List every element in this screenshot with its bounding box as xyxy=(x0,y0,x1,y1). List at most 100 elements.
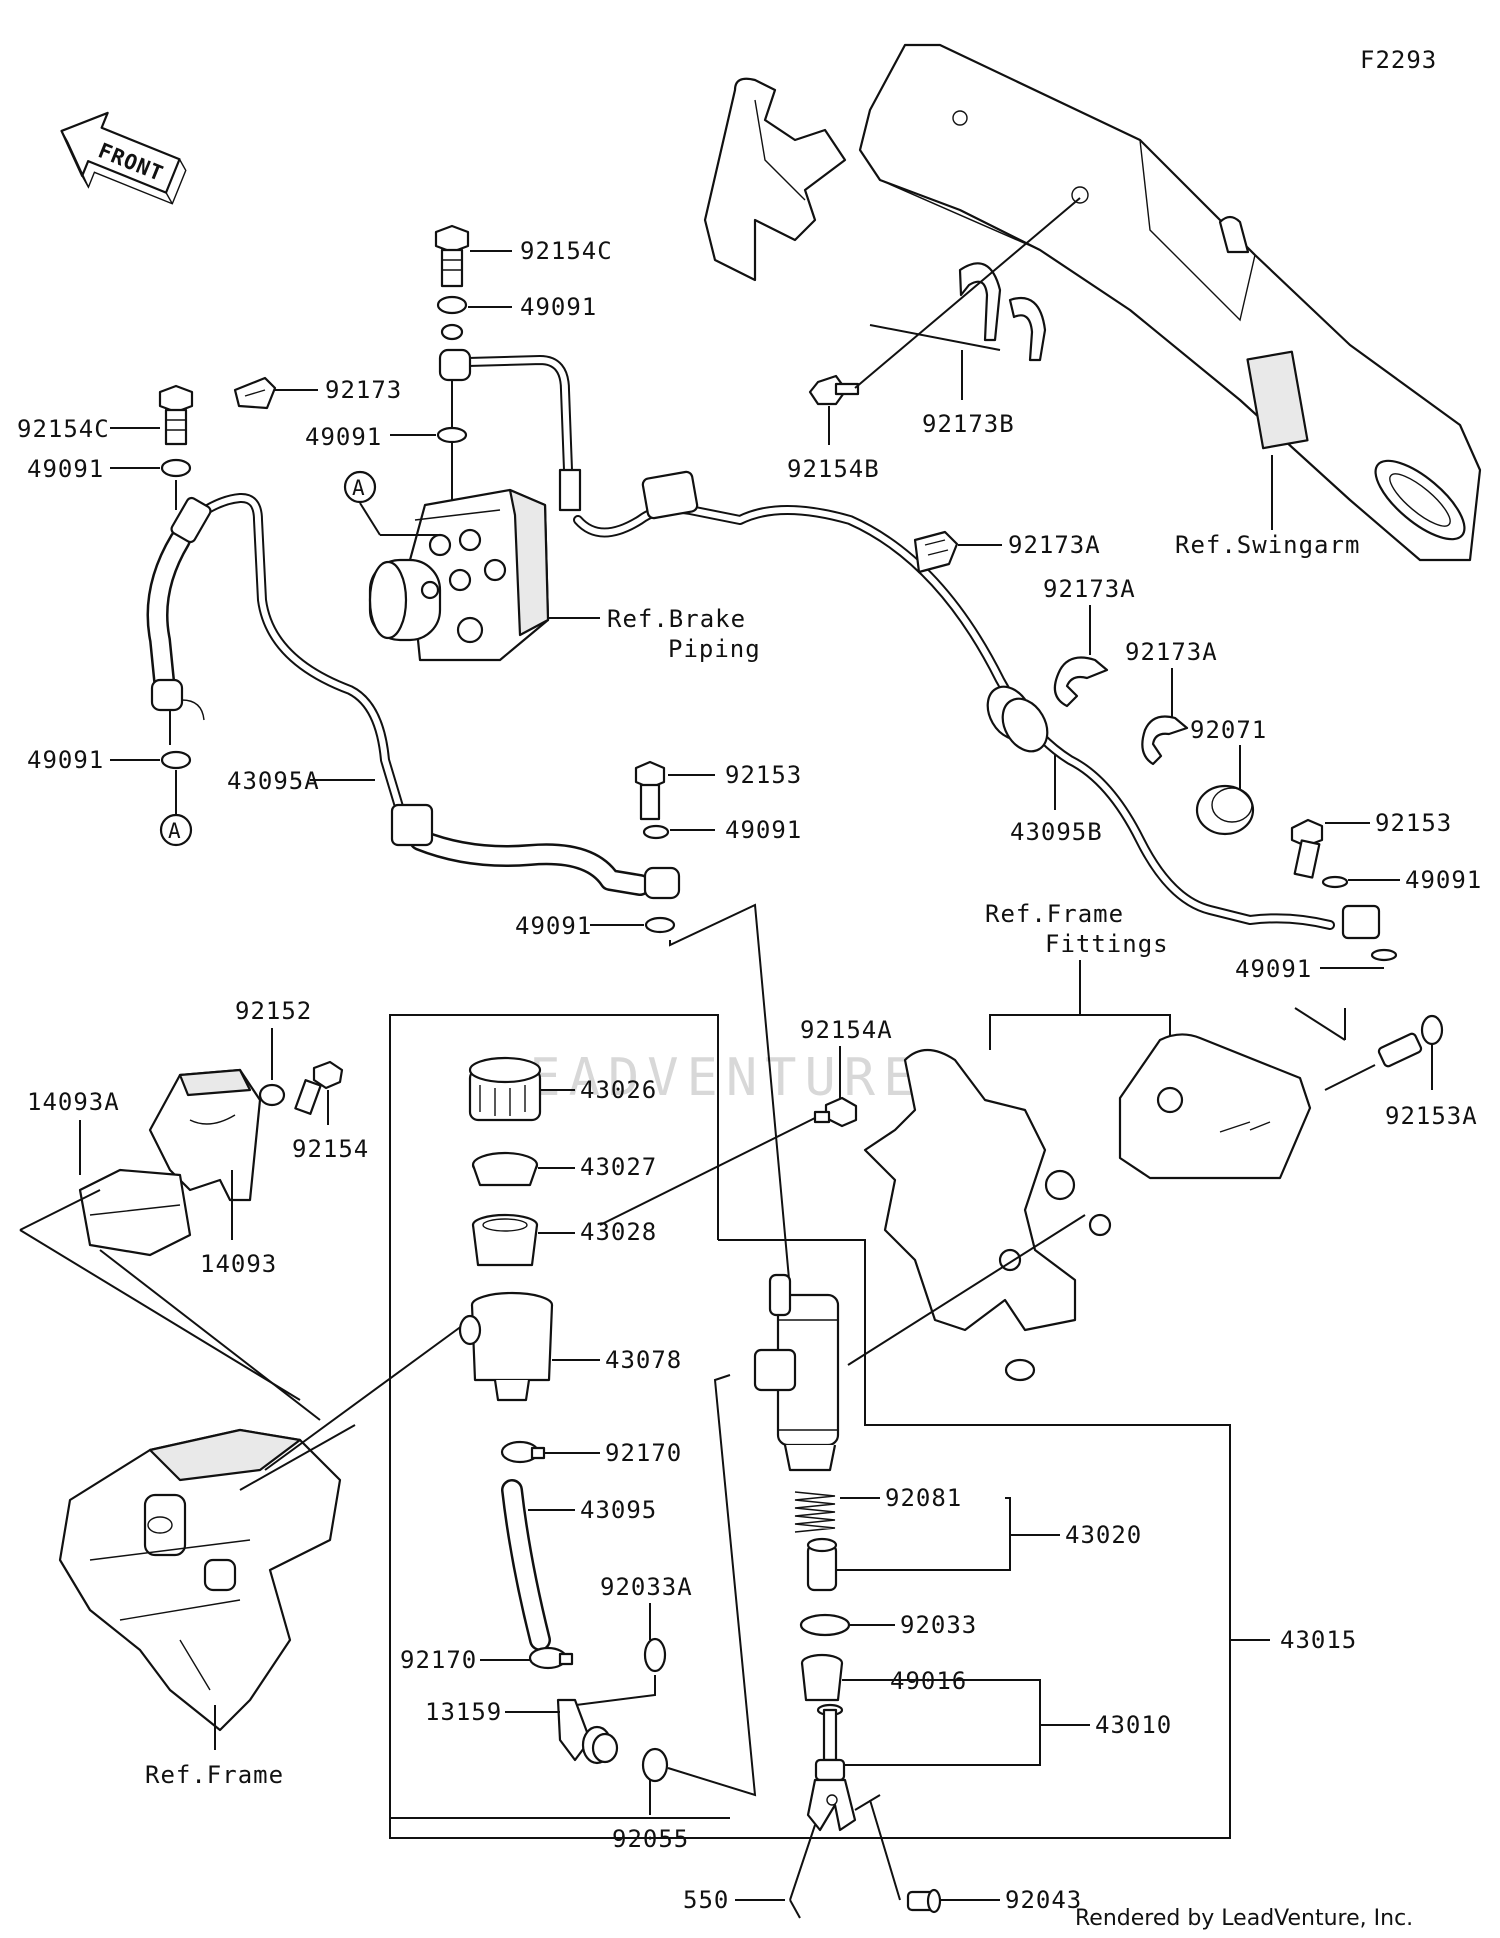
spring-92081 xyxy=(794,1491,836,1533)
label-92033A: 92033A xyxy=(600,1573,693,1601)
pin-92043 xyxy=(906,1888,942,1914)
abs-unit xyxy=(368,488,550,662)
label-49091-a: 49091 xyxy=(520,293,597,321)
label-49091-c: 49091 xyxy=(27,455,104,483)
washer-49091-a xyxy=(436,295,468,315)
label-92033: 92033 xyxy=(900,1611,977,1639)
bolt-92154A xyxy=(813,1096,858,1128)
label-92153-a: 92153 xyxy=(725,761,802,789)
label-92154A: 92154A xyxy=(800,1016,893,1044)
callout-a-top: A xyxy=(343,470,377,504)
label-550: 550 xyxy=(683,1886,729,1914)
label-92154: 92154 xyxy=(292,1135,369,1163)
label-13159: 13159 xyxy=(425,1698,502,1726)
pipe-clamp-upper xyxy=(641,470,699,520)
label-92154C-left: 92154C xyxy=(17,415,110,443)
circlip-92033 xyxy=(799,1613,851,1637)
label-14093A: 14093A xyxy=(27,1088,120,1116)
label-92152: 92152 xyxy=(235,997,312,1025)
label-43028: 43028 xyxy=(580,1218,657,1246)
label-43026: 43026 xyxy=(580,1076,657,1104)
grommet-on-pipe-43095B xyxy=(986,685,1049,753)
label-49091-d: 49091 xyxy=(27,746,104,774)
callout-a-left: A xyxy=(159,813,193,847)
clamp-14093 xyxy=(148,1068,262,1202)
reservoir-cap-43026 xyxy=(468,1056,542,1122)
label-49091-g: 49091 xyxy=(1235,955,1312,983)
label-92173A-c: 92173A xyxy=(1125,638,1218,666)
banjo-bolt-92154C-top xyxy=(434,224,470,288)
banjo-fitting-top xyxy=(438,348,472,382)
label-92154B: 92154B xyxy=(787,455,880,483)
label-49016: 49016 xyxy=(890,1667,967,1695)
banjo-bolt-92154C-left xyxy=(158,384,194,446)
label-43020: 43020 xyxy=(1065,1521,1142,1549)
bolt-92154B xyxy=(808,374,860,406)
diaphragm-43028 xyxy=(471,1213,539,1267)
frame-section xyxy=(58,1428,342,1732)
circlip-92033A xyxy=(643,1637,667,1673)
fitting-13159 xyxy=(556,1698,619,1765)
washer-49091-d xyxy=(160,750,192,770)
label-43027: 43027 xyxy=(580,1153,657,1181)
label-43095A: 43095A xyxy=(227,767,320,795)
label-92154C-top: 92154C xyxy=(520,237,613,265)
label-92081: 92081 xyxy=(885,1484,962,1512)
push-rod-43010 xyxy=(806,1703,857,1832)
label-92173B: 92173B xyxy=(922,410,1015,438)
washer-49091-h xyxy=(644,916,676,934)
piston-43020 xyxy=(806,1537,838,1592)
label-92043: 92043 xyxy=(1005,1886,1082,1914)
bolt-92154 xyxy=(294,1060,344,1115)
label-92173: 92173 xyxy=(325,376,402,404)
label-92170-a: 92170 xyxy=(605,1439,682,1467)
label-92071: 92071 xyxy=(1190,716,1267,744)
pipe-clamp-lower xyxy=(390,803,434,847)
banjo-fitting-left xyxy=(150,678,184,712)
frame-fitting-bracket xyxy=(863,1033,1312,1382)
label-92173A-a: 92173A xyxy=(1008,531,1101,559)
label-92153A: 92153A xyxy=(1385,1102,1478,1130)
clamp-92173 xyxy=(233,376,277,410)
clamp-92173A-c xyxy=(1141,715,1189,766)
banjo-bolt-92153-right xyxy=(1290,818,1324,879)
front-arrow-icon: FRONT xyxy=(60,111,187,205)
hose-clamp-92170-a xyxy=(500,1440,546,1464)
washer-49091-b xyxy=(440,323,464,341)
boot-49016 xyxy=(800,1653,844,1702)
washer-49091-e xyxy=(642,824,670,840)
bolt-92153A xyxy=(1377,1014,1444,1068)
label-ref-swingarm: Ref.Swingarm xyxy=(1175,531,1360,559)
label-ref-frame-fittings-2: Fittings xyxy=(1045,930,1169,958)
swingarm xyxy=(858,43,1482,562)
grommet-92071 xyxy=(1195,784,1255,836)
diaphragm-plate-43027 xyxy=(471,1151,539,1187)
label-92153-b: 92153 xyxy=(1375,809,1452,837)
label-43078: 43078 xyxy=(605,1346,682,1374)
clamp-92173A-b xyxy=(1053,656,1109,708)
o-ring-92055 xyxy=(641,1747,669,1783)
render-credit: Rendered by LeadVenture, Inc. xyxy=(1075,1906,1413,1931)
label-43095B: 43095B xyxy=(1010,818,1103,846)
svg-text:A: A xyxy=(168,819,182,843)
label-49091-e: 49091 xyxy=(725,816,802,844)
label-43010: 43010 xyxy=(1095,1711,1172,1739)
hose-bracket-92173B xyxy=(703,77,1047,362)
clamp-92173A-a xyxy=(913,530,959,574)
label-ref-brake-piping-2: Piping xyxy=(668,635,761,663)
label-ref-frame-fittings-1: Ref.Frame xyxy=(985,900,1124,928)
label-49091-h: 49091 xyxy=(515,912,592,940)
label-ref-frame: Ref.Frame xyxy=(145,1761,284,1789)
label-43095: 43095 xyxy=(580,1496,657,1524)
label-92170-b: 92170 xyxy=(400,1646,477,1674)
master-cylinder-body xyxy=(753,1273,840,1472)
svg-text:A: A xyxy=(352,476,366,500)
reservoir-tank-43078 xyxy=(458,1291,554,1402)
washer-49091-c xyxy=(160,458,192,478)
label-43015: 43015 xyxy=(1280,1626,1357,1654)
label-14093: 14093 xyxy=(200,1250,277,1278)
label-ref-brake-piping-1: Ref.Brake xyxy=(607,605,746,633)
banjo-bolt-92153-center xyxy=(634,760,666,821)
clamp-14093A xyxy=(78,1168,192,1257)
